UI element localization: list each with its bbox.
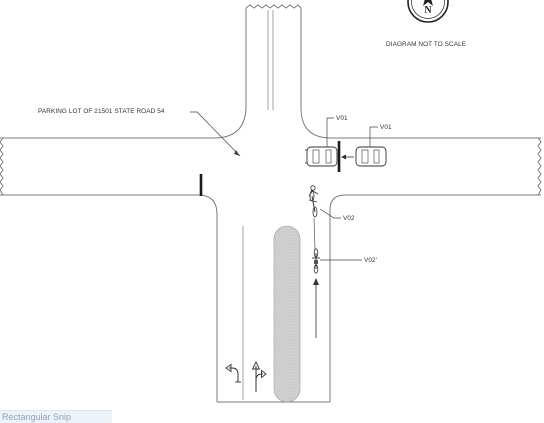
compass-letter: N (424, 5, 432, 16)
north-arrow-icon: N (407, 0, 449, 23)
v01-label-top: V01 (336, 115, 348, 122)
parking-lot-leader-arrowhead (234, 150, 240, 156)
parking-lot-label: PARKING LOT OF 21501 STATE ROAD 54 (38, 108, 165, 115)
v01-label-right: V01 (380, 124, 392, 131)
rectangular-snip-tab[interactable]: Rectangular Snip (0, 410, 112, 423)
v02-label-near: V02 (343, 215, 355, 222)
car-icon (355, 146, 387, 167)
bicycle-icon (312, 248, 320, 274)
snip-tab-label: Rectangular Snip (2, 412, 72, 422)
straight-right-arrow-icon (251, 360, 267, 392)
not-to-scale-label: DIAGRAM NOT TO SCALE (386, 41, 466, 48)
v01-leader-right (369, 126, 378, 147)
intersection-roads (0, 8, 541, 403)
left-turn-arrow-icon (225, 363, 241, 383)
parking-lot-leader (190, 111, 241, 157)
car-icon (305, 146, 338, 167)
v02-leader-near (319, 208, 341, 219)
left-arrow-icon (341, 154, 354, 160)
bicycle-icon (308, 185, 319, 218)
v02-prime-label: V02' (364, 257, 377, 264)
median-island (273, 225, 301, 403)
v01-leader-top (326, 117, 334, 147)
direction-arrow-icon (313, 278, 319, 338)
road-break-lines (0, 4, 542, 196)
bicycle-path-line (313, 217, 316, 251)
